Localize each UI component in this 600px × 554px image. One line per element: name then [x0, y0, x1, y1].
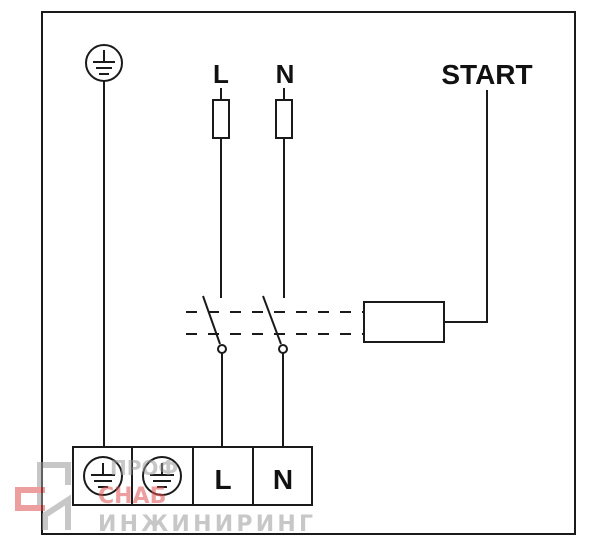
terminal-earth-icon-1: [83, 456, 123, 496]
n-switch-contact: [262, 295, 282, 345]
start-wire: [444, 90, 488, 323]
terminal-label-l: L: [214, 464, 231, 495]
earth-symbol-icon: [85, 44, 123, 82]
enclosure-frame: [41, 11, 576, 535]
start-label: START: [441, 59, 532, 90]
n-fuse: [275, 99, 293, 139]
watermark-line3: ИНЖИНИРИНГ: [98, 512, 313, 537]
watermark-line1: ПРОФ: [110, 456, 178, 480]
l-switch-contact: [202, 295, 221, 345]
terminal-earth-icon-2: [142, 456, 182, 496]
watermark-logo: ПРОФ СНАБ ИНЖИНИРИНГ: [15, 456, 313, 537]
l-switch-pivot: [217, 344, 227, 354]
watermark-line2: СНАБ: [98, 484, 166, 509]
mechanical-linkage: [186, 311, 364, 335]
supply-label-n: N: [276, 59, 295, 89]
terminal-block: [72, 446, 313, 506]
terminal-label-n: N: [273, 464, 293, 495]
n-switch-pivot: [278, 344, 288, 354]
start-actuator-coil: [363, 301, 445, 343]
l-fuse: [212, 99, 230, 139]
supply-label-l: L: [213, 59, 229, 89]
